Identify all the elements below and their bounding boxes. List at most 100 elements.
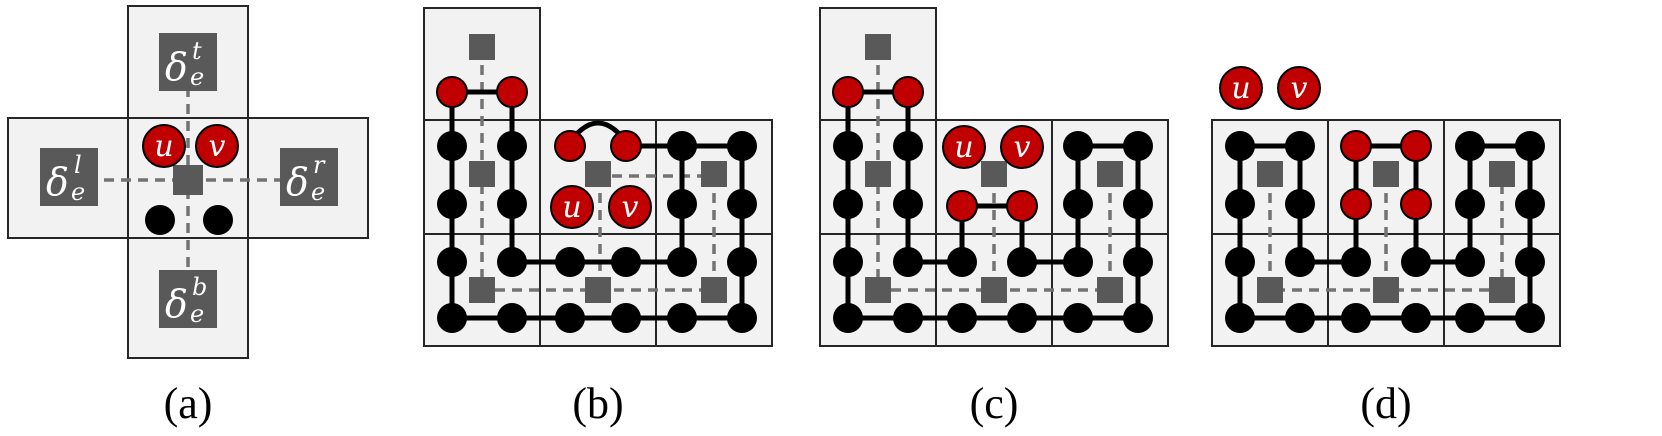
panel-a: δ t e δ l e δ r e δ b e u v — [7, 5, 369, 428]
red-node — [554, 130, 586, 162]
node-square — [701, 161, 727, 187]
black-node — [1341, 247, 1371, 277]
black-node — [1515, 247, 1545, 277]
black-node — [203, 205, 233, 235]
caption-b: (b) — [572, 379, 623, 428]
black-node — [555, 247, 585, 277]
caption-a: (a) — [164, 379, 213, 428]
node-square — [865, 34, 891, 60]
delta-sub: e — [190, 63, 204, 91]
black-node — [667, 247, 697, 277]
node-square — [1489, 161, 1515, 187]
black-node — [1225, 189, 1255, 219]
black-node — [1455, 247, 1485, 277]
panel-b: u v (b) — [423, 7, 773, 428]
black-node — [1063, 189, 1093, 219]
node-square — [1097, 161, 1123, 187]
black-node — [1401, 247, 1431, 277]
black-node — [1007, 247, 1037, 277]
black-node — [1515, 131, 1545, 161]
black-node — [1123, 247, 1153, 277]
black-node — [555, 303, 585, 333]
node-square — [469, 277, 495, 303]
black-node — [727, 303, 757, 333]
node-square — [865, 161, 891, 187]
black-node — [437, 247, 467, 277]
black-node — [497, 131, 527, 161]
center-square — [173, 165, 203, 195]
var-v: v — [1291, 71, 1308, 106]
delta-sub: e — [71, 178, 85, 206]
black-node — [1063, 303, 1093, 333]
red-node — [1400, 188, 1432, 220]
node-square — [865, 277, 891, 303]
black-node — [893, 247, 923, 277]
node-square — [1097, 277, 1123, 303]
node-u: u — [550, 185, 594, 229]
black-node — [1455, 303, 1485, 333]
red-node — [436, 76, 468, 108]
node-square — [585, 161, 611, 187]
node-square — [1257, 161, 1283, 187]
delta-base: δ — [46, 160, 69, 204]
black-node — [497, 189, 527, 219]
red-node — [946, 190, 978, 222]
black-node — [1515, 303, 1545, 333]
delta-base: δ — [165, 45, 188, 89]
black-node — [1225, 131, 1255, 161]
var-u: u — [954, 130, 973, 165]
black-node — [727, 189, 757, 219]
node-square — [701, 277, 727, 303]
node-v: v — [195, 124, 239, 168]
black-node — [893, 189, 923, 219]
node-square — [1257, 277, 1283, 303]
node-v: v — [1277, 66, 1321, 110]
node-square — [1373, 277, 1399, 303]
black-node — [947, 247, 977, 277]
black-node — [497, 247, 527, 277]
red-node — [1400, 130, 1432, 162]
red-node — [1340, 188, 1372, 220]
panel-d: u v (d) — [1211, 66, 1561, 428]
node-square — [585, 277, 611, 303]
black-node — [1063, 131, 1093, 161]
black-node — [1007, 303, 1037, 333]
black-node — [1285, 247, 1315, 277]
black-node — [1123, 189, 1153, 219]
black-node — [437, 131, 467, 161]
black-node — [437, 303, 467, 333]
black-node — [437, 189, 467, 219]
delta-sub: e — [311, 178, 325, 206]
delta-base: δ — [165, 282, 188, 326]
black-node — [1285, 303, 1315, 333]
black-node — [833, 189, 863, 219]
var-u: u — [154, 129, 173, 164]
black-node — [833, 247, 863, 277]
label-delta-bottom: δ b e — [159, 270, 217, 328]
node-square — [469, 161, 495, 187]
var-u: u — [562, 190, 581, 225]
dashed-link — [480, 48, 716, 292]
node-square — [981, 277, 1007, 303]
red-node — [496, 76, 528, 108]
black-node — [667, 303, 697, 333]
node-u: u — [1219, 66, 1263, 110]
node-v: v — [608, 185, 652, 229]
black-node — [1285, 131, 1315, 161]
red-node — [1340, 130, 1372, 162]
node-square — [469, 34, 495, 60]
delta-sup: t — [192, 37, 202, 65]
black-node — [667, 189, 697, 219]
var-u: u — [1231, 71, 1250, 106]
node-square — [1489, 277, 1515, 303]
delta-base: δ — [286, 160, 309, 204]
label-delta-right: δ r e — [280, 148, 338, 206]
panel-c: u v (c) — [819, 7, 1169, 428]
node-u: u — [142, 124, 186, 168]
black-node — [1455, 189, 1485, 219]
red-node — [610, 130, 642, 162]
black-node — [727, 131, 757, 161]
red-node — [892, 76, 924, 108]
